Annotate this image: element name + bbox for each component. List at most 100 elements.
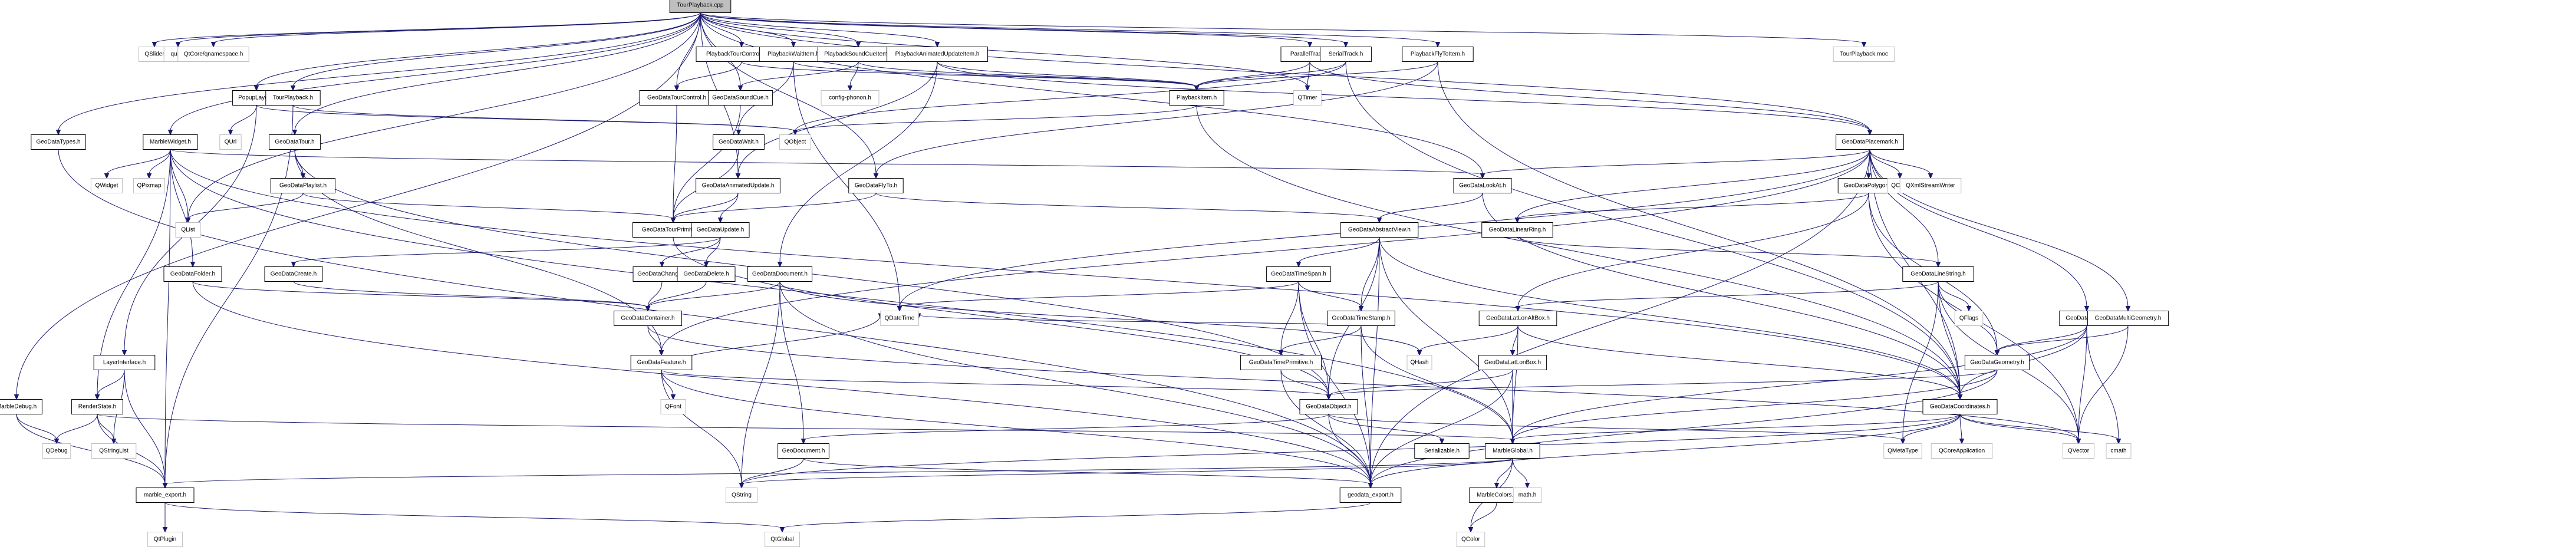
arrowhead-icon (777, 262, 783, 268)
node-geodata-export-h[interactable]: geodata_export.h (1339, 488, 1402, 503)
node-label: QList (181, 227, 195, 233)
edge-tourplayback-cpp-to-geodataplacemark-h (700, 12, 1870, 131)
node-label: GeoDataObject.h (1306, 404, 1351, 410)
node-qpixmap: QPixmap (133, 178, 166, 193)
node-marblewidget-h[interactable]: MarbleWidget.h (143, 134, 198, 150)
arrowhead-icon (290, 85, 296, 91)
node-tourplayback-cpp[interactable]: TourPlayback.cpp (669, 0, 732, 13)
node-serialtrack-h[interactable]: SerialTrack.h (1320, 47, 1372, 62)
node-geodatatimespan-h[interactable]: GeoDataTimeSpan.h (1266, 266, 1332, 282)
node-box (265, 90, 321, 106)
edge-geodataplacemark-h-to-qchar (1869, 149, 1900, 175)
edge-geodatatimeprimitive-h-to-geodata-export-h (1280, 370, 1371, 485)
node-geodatasoundcue-h[interactable]: GeoDataSoundCue.h (707, 90, 773, 106)
node-qxmlstreamwriter: QXmlStreamWriter (1899, 178, 1962, 193)
node-geodatamultigeometry-h[interactable]: GeoDataMultiGeometry.h (2087, 311, 2169, 326)
node-qhash: QHash (1406, 355, 1432, 370)
node-geodatatimestamp-h[interactable]: GeoDataTimeStamp.h (1327, 311, 1395, 326)
arrowhead-icon (162, 483, 168, 489)
node-geodatadocument-h[interactable]: GeoDataDocument.h (747, 266, 813, 282)
node-geodatatypes-h[interactable]: GeoDataTypes.h (31, 134, 86, 150)
edge-geodatafolder-h-to-geodatacontainer-h (192, 281, 648, 308)
arrowhead-icon (873, 173, 879, 179)
node-geodataanimatedupdate-h[interactable]: GeoDataAnimatedUpdate.h (696, 178, 780, 193)
edge-geodatacoordinates-h-to-qstring (741, 414, 1961, 485)
node-box (1931, 443, 1993, 459)
node-playbackwaititem-h[interactable]: PlaybackWaitItem.h (759, 47, 828, 62)
edge-geodatatour-h-to-geodataplaylist-h (294, 149, 304, 175)
node-geodatadelete-h[interactable]: GeoDataDelete.h (677, 266, 736, 282)
node-box (1340, 222, 1419, 238)
node-tourplayback-h[interactable]: TourPlayback.h (265, 90, 321, 106)
node-geodataplacemark-h[interactable]: GeoDataPlacemark.h (1836, 134, 1904, 150)
arrowhead-icon (1435, 42, 1441, 48)
edge-layerinterface-h-to-marble-export-h (124, 370, 166, 485)
node-box (91, 443, 137, 459)
node-geodocument-h[interactable]: GeoDocument.h (778, 443, 829, 459)
node-label: GeoDataLookAt.h (1459, 183, 1506, 189)
edge-geodataabstractview-h-to-geodatatimestamp-h (1361, 237, 1380, 308)
node-geodatafeature-h[interactable]: GeoDataFeature.h (630, 355, 693, 370)
node-geodatalinearring-h[interactable]: GeoDataLinearRing.h (1481, 222, 1553, 238)
node-geodataflyto-h[interactable]: GeoDataFlyTo.h (848, 178, 904, 193)
node-geodatalatlonaltbox-h[interactable]: GeoDataLatLonAltBox.h (1478, 311, 1557, 326)
arrowhead-icon (1307, 42, 1313, 48)
node-playbacksoundcueitem-h[interactable]: PlaybackSoundCueItem.h (817, 47, 900, 62)
node-playbackflytoitem-h[interactable]: PlaybackFlyToItem.h (1402, 47, 1474, 62)
node-geodatatimeprimitive-h[interactable]: GeoDataTimePrimitive.h (1240, 355, 1322, 370)
edge-layer (14, 12, 2131, 533)
node-geodatatour-h[interactable]: GeoDataTour.h (269, 134, 321, 150)
edge-marblewidget-h-to-marbleglobal-h (170, 149, 1513, 440)
node-playbackanimatedupdateitem-h[interactable]: PlaybackAnimatedUpdateItem.h (887, 47, 988, 62)
node-playbackitem-h[interactable]: PlaybackItem.h (1169, 90, 1224, 106)
node-box (1293, 90, 1322, 106)
node-geodataabstractview-h[interactable]: GeoDataAbstractView.h (1340, 222, 1419, 238)
node-geodataupdate-h[interactable]: GeoDataUpdate.h (691, 222, 750, 238)
edge-playbackflytoitem-h-to-geodatacoordinates-h (1437, 61, 1961, 396)
arrowhead-icon (739, 483, 745, 489)
node-box (1513, 488, 1542, 503)
node-label: GeoDataTimeStamp.h (1332, 315, 1390, 322)
edge-geodataplacemark-h-to-geodatalookat-h (1482, 149, 1870, 175)
node-qurl: QUrl (219, 134, 242, 150)
node-geodatatourcontrol-h[interactable]: GeoDataTourControl.h (639, 90, 714, 106)
node-geodatawait-h[interactable]: GeoDataWait.h (713, 134, 765, 150)
node-label: MarbleGlobal.h (1493, 448, 1533, 455)
arrowhead-icon (190, 262, 196, 268)
node-marble-export-h[interactable]: marble_export.h (136, 488, 195, 503)
arrowhead-icon (801, 439, 806, 444)
node-box (1299, 399, 1358, 414)
node-label: PopupLayer.h (238, 95, 275, 101)
node-geodatalinestring-h[interactable]: GeoDataLineString.h (1902, 266, 1974, 282)
node-label: GeoDataCoordinates.h (1930, 404, 1990, 410)
edge-popuplayer-h-to-qobject (256, 105, 796, 131)
node-geodatacreate-h[interactable]: GeoDataCreate.h (264, 266, 323, 282)
node-marbledebug-h[interactable]: MarbleDebug.h (0, 399, 42, 414)
node-box (1481, 222, 1553, 238)
edge-tourplayback-cpp-to-qtcore-qnamespace-h (213, 12, 701, 44)
node-geodatalookat-h[interactable]: GeoDataLookAt.h (1453, 178, 1512, 193)
edge-marbleglobal-h-to-math-h (1512, 458, 1528, 485)
node-qstring: QString (725, 488, 758, 503)
node-renderstate-h[interactable]: RenderState.h (71, 399, 123, 414)
node-geodataplaylist-h[interactable]: GeoDataPlaylist.h (270, 178, 336, 193)
node-box (848, 178, 904, 193)
node-geodatageometry-h[interactable]: GeoDataGeometry.h (1964, 355, 2030, 370)
edge-geodatacoordinates-h-to-qcoreapplication (1959, 414, 1962, 440)
arrowhead-icon (94, 394, 100, 400)
node-geodatafolder-h[interactable]: GeoDataFolder.h (163, 266, 222, 282)
node-geodataobject-h[interactable]: GeoDataObject.h (1299, 399, 1358, 414)
node-geodatacontainer-h[interactable]: GeoDataContainer.h (614, 311, 682, 326)
arrowhead-icon (1510, 439, 1516, 444)
node-label: PlaybackWaitItem.h (767, 51, 819, 58)
node-serializable-h[interactable]: Serializable.h (1414, 443, 1470, 459)
edge-geodatadocument-h-to-geodatacontainer-h (647, 281, 780, 308)
node-geodatalatlonbox-h[interactable]: GeoDataLatLonBox.h (1478, 355, 1547, 370)
edge-geodataplacemark-h-to-geodata-export-h (1370, 149, 1870, 485)
edge-geodatalinestring-h-to-geodatacoordinates-h (1938, 281, 1961, 396)
edge-geodatapolygon-h-to-geodatalatlonaltbox-h (1517, 193, 1869, 308)
node-marbleglobal-h[interactable]: MarbleGlobal.h (1485, 443, 1540, 459)
node-layerinterface-h[interactable]: LayerInterface.h (93, 355, 156, 370)
node-box (725, 488, 758, 503)
node-geodatacoordinates-h[interactable]: GeoDataCoordinates.h (1922, 399, 1998, 414)
